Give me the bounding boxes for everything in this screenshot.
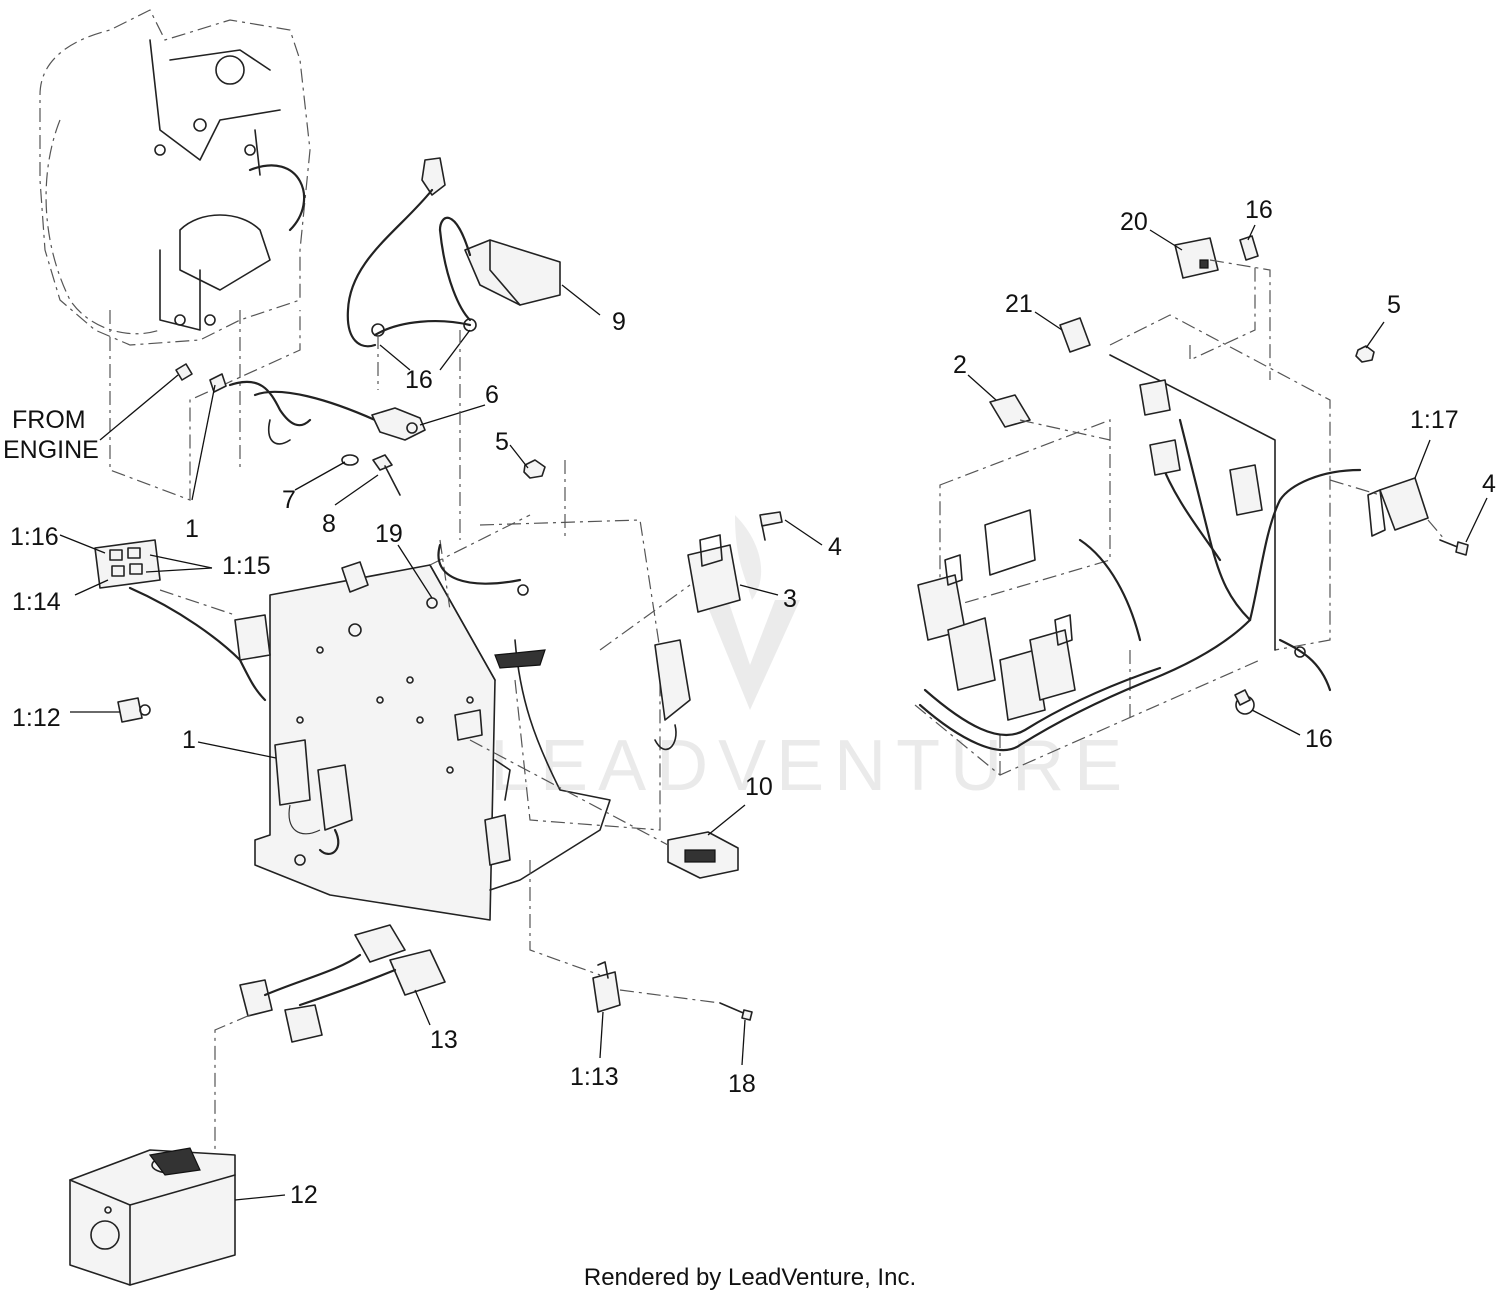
relay-3 bbox=[687, 534, 741, 613]
callout-3: 3 bbox=[783, 585, 797, 613]
sensor-1-17 bbox=[1367, 477, 1429, 537]
callout-13: 13 bbox=[430, 1026, 458, 1054]
side-module bbox=[654, 639, 691, 751]
callout-4-right: 4 bbox=[1482, 470, 1496, 498]
plate-connector-lower bbox=[484, 759, 511, 866]
bolt-4-right bbox=[1439, 539, 1469, 556]
callout-21: 21 bbox=[1005, 290, 1033, 318]
watermark-logo bbox=[705, 515, 800, 710]
module-20 bbox=[1174, 237, 1219, 279]
right-relays bbox=[917, 554, 1076, 721]
plate-clip bbox=[341, 561, 369, 593]
harness-connector-1-14 bbox=[94, 539, 271, 702]
callout-1-engine: 1 bbox=[185, 515, 199, 543]
callout-1-14: 1:14 bbox=[12, 588, 61, 616]
callout-16-right-top: 16 bbox=[1245, 196, 1273, 224]
callout-labels: FROM ENGINE 1 9 16 6 5 7 8 19 4 3 1:16 1… bbox=[3, 196, 1496, 1209]
callout-1-17: 1:17 bbox=[1410, 406, 1459, 434]
footer-credit: Rendered by LeadVenture, Inc. bbox=[583, 1264, 917, 1291]
callout-16-right-bottom: 16 bbox=[1305, 725, 1333, 753]
washer-7 bbox=[341, 454, 359, 466]
callout-6: 6 bbox=[485, 381, 499, 409]
connector-1-plate bbox=[274, 739, 353, 855]
screw-18 bbox=[719, 1002, 753, 1021]
nut-5-right bbox=[1355, 345, 1375, 363]
right-assembly-frame bbox=[914, 265, 1331, 776]
callout-1-plate: 1 bbox=[182, 726, 196, 754]
center-mount-plate bbox=[254, 514, 661, 921]
assembly-lines bbox=[159, 259, 1446, 1150]
engine-terminals bbox=[175, 363, 227, 393]
callout-16-left: 16 bbox=[405, 366, 433, 394]
engine-outline bbox=[39, 9, 311, 501]
harness-13 bbox=[239, 924, 446, 1043]
hour-meter-10 bbox=[667, 831, 739, 879]
callout-4-left: 4 bbox=[828, 533, 842, 561]
callout-5-left: 5 bbox=[495, 428, 509, 456]
clip-16-bottom bbox=[1234, 689, 1255, 715]
callout-5-right: 5 bbox=[1387, 291, 1401, 319]
callout-8: 8 bbox=[322, 510, 336, 538]
control-box-12 bbox=[69, 1147, 236, 1286]
callout-10: 10 bbox=[745, 773, 773, 801]
bolt-8 bbox=[372, 454, 401, 496]
sensor-21 bbox=[1059, 317, 1091, 353]
nut-5-left bbox=[523, 459, 546, 479]
watermark-text: LEADVENTURE bbox=[490, 726, 1132, 806]
plug-1-12 bbox=[117, 697, 151, 723]
callout-12: 12 bbox=[290, 1181, 318, 1209]
from-engine-label-line2: ENGINE bbox=[3, 436, 99, 464]
callout-1-13: 1:13 bbox=[570, 1063, 619, 1091]
callout-20: 20 bbox=[1120, 208, 1148, 236]
from-engine-label-line1: FROM bbox=[12, 406, 86, 434]
leader-lines bbox=[59, 224, 1488, 1201]
right-harness bbox=[918, 379, 1362, 752]
callout-18: 18 bbox=[728, 1070, 756, 1098]
callout-1-12: 1:12 bbox=[12, 704, 61, 732]
callout-7: 7 bbox=[282, 486, 296, 514]
bolt-4-left bbox=[759, 511, 783, 541]
callout-1-16: 1:16 bbox=[10, 523, 59, 551]
callout-19: 19 bbox=[375, 520, 403, 548]
ground-wire-19 bbox=[426, 543, 529, 609]
fuse-holder-2 bbox=[989, 394, 1031, 428]
switch-1-13 bbox=[592, 961, 621, 1013]
callout-9: 9 bbox=[612, 308, 626, 336]
callout-1-15: 1:15 bbox=[222, 552, 271, 580]
clip-16-top bbox=[1239, 235, 1259, 261]
battery-cable-assembly bbox=[228, 157, 561, 445]
callout-2: 2 bbox=[953, 351, 967, 379]
